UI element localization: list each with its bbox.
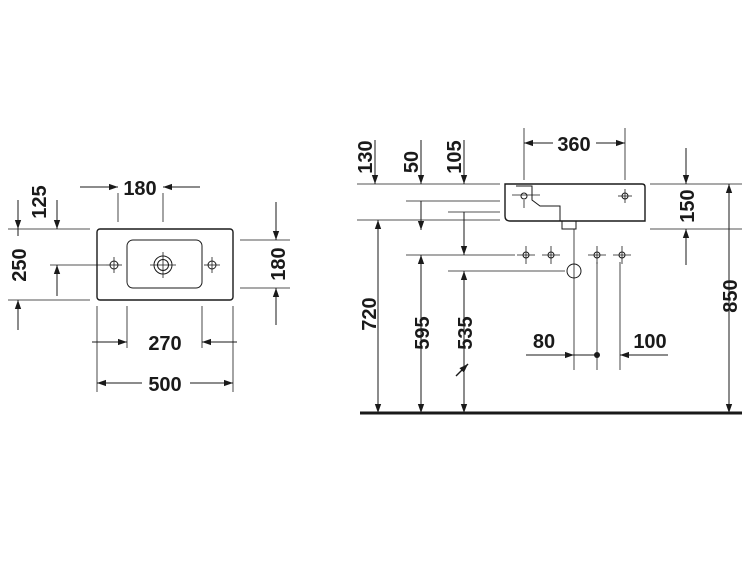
tap-hole-right-icon: [204, 257, 220, 273]
dimension-535: 535: [455, 212, 477, 413]
dimension-850: 850: [720, 184, 742, 413]
dimension-130: 130: [355, 140, 379, 184]
dim-label-125: 125: [29, 185, 51, 218]
dimension-100: 100: [574, 262, 668, 370]
dim-label-105: 105: [444, 140, 466, 173]
dimension-150: 150: [677, 148, 699, 265]
dimension-180-right: 180: [240, 202, 290, 325]
connection-left-1-icon: [517, 246, 535, 264]
connection-right-1-icon: [588, 246, 606, 264]
dimension-125: 125: [8, 185, 106, 266]
dim-label-250: 250: [9, 248, 31, 281]
dim-label-270: 270: [148, 333, 181, 355]
connection-left-2-icon: [542, 246, 560, 264]
dimension-80: 80: [526, 331, 574, 359]
dim-label-150: 150: [677, 189, 699, 222]
drain-icon: [150, 252, 176, 278]
dimension-720: 720: [359, 220, 382, 413]
dimension-250: 250: [8, 229, 90, 330]
dim-label-360: 360: [557, 134, 590, 156]
bowl-outline: [126, 239, 203, 289]
dim-label-50: 50: [401, 151, 423, 173]
dimension-360: 360: [523, 128, 626, 180]
connection-right-2-icon: [613, 246, 631, 264]
top-view: 180 125 250 180: [8, 178, 290, 396]
tap-hole-left-icon: [106, 257, 122, 273]
dim-label-595: 595: [412, 316, 434, 349]
dimension-50: 50: [401, 140, 425, 184]
dimension-500: 500: [96, 306, 234, 396]
dim-label-535: 535: [455, 316, 477, 349]
dimension-595: 595: [412, 201, 434, 413]
basin-outline: [96, 228, 234, 301]
wall-connections: [517, 229, 631, 370]
dimension-180-top: 180: [80, 178, 200, 222]
dimension-105: 105: [444, 140, 468, 184]
dim-label-850: 850: [720, 279, 742, 312]
dim-label-80: 80: [533, 331, 555, 353]
leader-arrow-icon: [455, 363, 469, 377]
basin-profile: [504, 183, 646, 230]
dim-label-130: 130: [355, 140, 377, 173]
dim-label-180-top: 180: [123, 178, 156, 200]
dim-label-500: 500: [148, 374, 181, 396]
dim-label-720: 720: [359, 297, 381, 330]
dim-label-100: 100: [633, 331, 666, 353]
side-view: 130 50 105 360 150 720: [355, 128, 742, 415]
dimension-270: 270: [92, 306, 237, 355]
dim-label-180-right: 180: [268, 247, 290, 280]
waste-outlet-icon: [566, 229, 582, 370]
